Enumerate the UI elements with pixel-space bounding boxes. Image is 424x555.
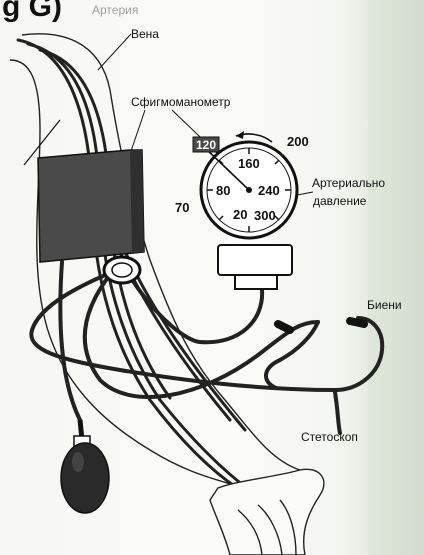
- gauge-tick-20: 20: [233, 207, 247, 222]
- stethoscope-earpieces: [278, 321, 364, 330]
- gauge-neck: [235, 275, 277, 289]
- arterial-pressure-label-line1: Артериально: [312, 176, 385, 190]
- gauge-pivot: [246, 187, 252, 193]
- edge-band: [368, 0, 424, 555]
- cuff-edge: [130, 150, 144, 253]
- gauge-tick-200: 200: [287, 134, 309, 149]
- artery-label: Артерия: [92, 3, 138, 17]
- gauge-tick-160: 160: [238, 156, 260, 171]
- vein-label: Вена: [131, 27, 159, 41]
- gauge-tick-240: 240: [258, 183, 280, 198]
- inflation-bulb: [61, 420, 109, 513]
- gauge-tick-70: 70: [175, 200, 189, 215]
- beats-label: Биени: [367, 298, 402, 312]
- sphygmomanometer-label: Сфигмоманометр: [131, 95, 231, 109]
- stethoscope-tubing: [31, 268, 382, 433]
- stethoscope-label: Стетоскоп: [301, 430, 358, 444]
- cuff: [38, 150, 144, 262]
- gauge-base: [218, 245, 292, 275]
- gauge-display-value: 120: [196, 138, 216, 152]
- gauge-tick-80: 80: [216, 183, 230, 198]
- arterial-pressure-label-line2: давление: [313, 194, 367, 208]
- corner-text: g G): [2, 0, 62, 23]
- stethoscope-chestpiece: [104, 257, 140, 283]
- gauge-tick-300: 300: [254, 208, 276, 223]
